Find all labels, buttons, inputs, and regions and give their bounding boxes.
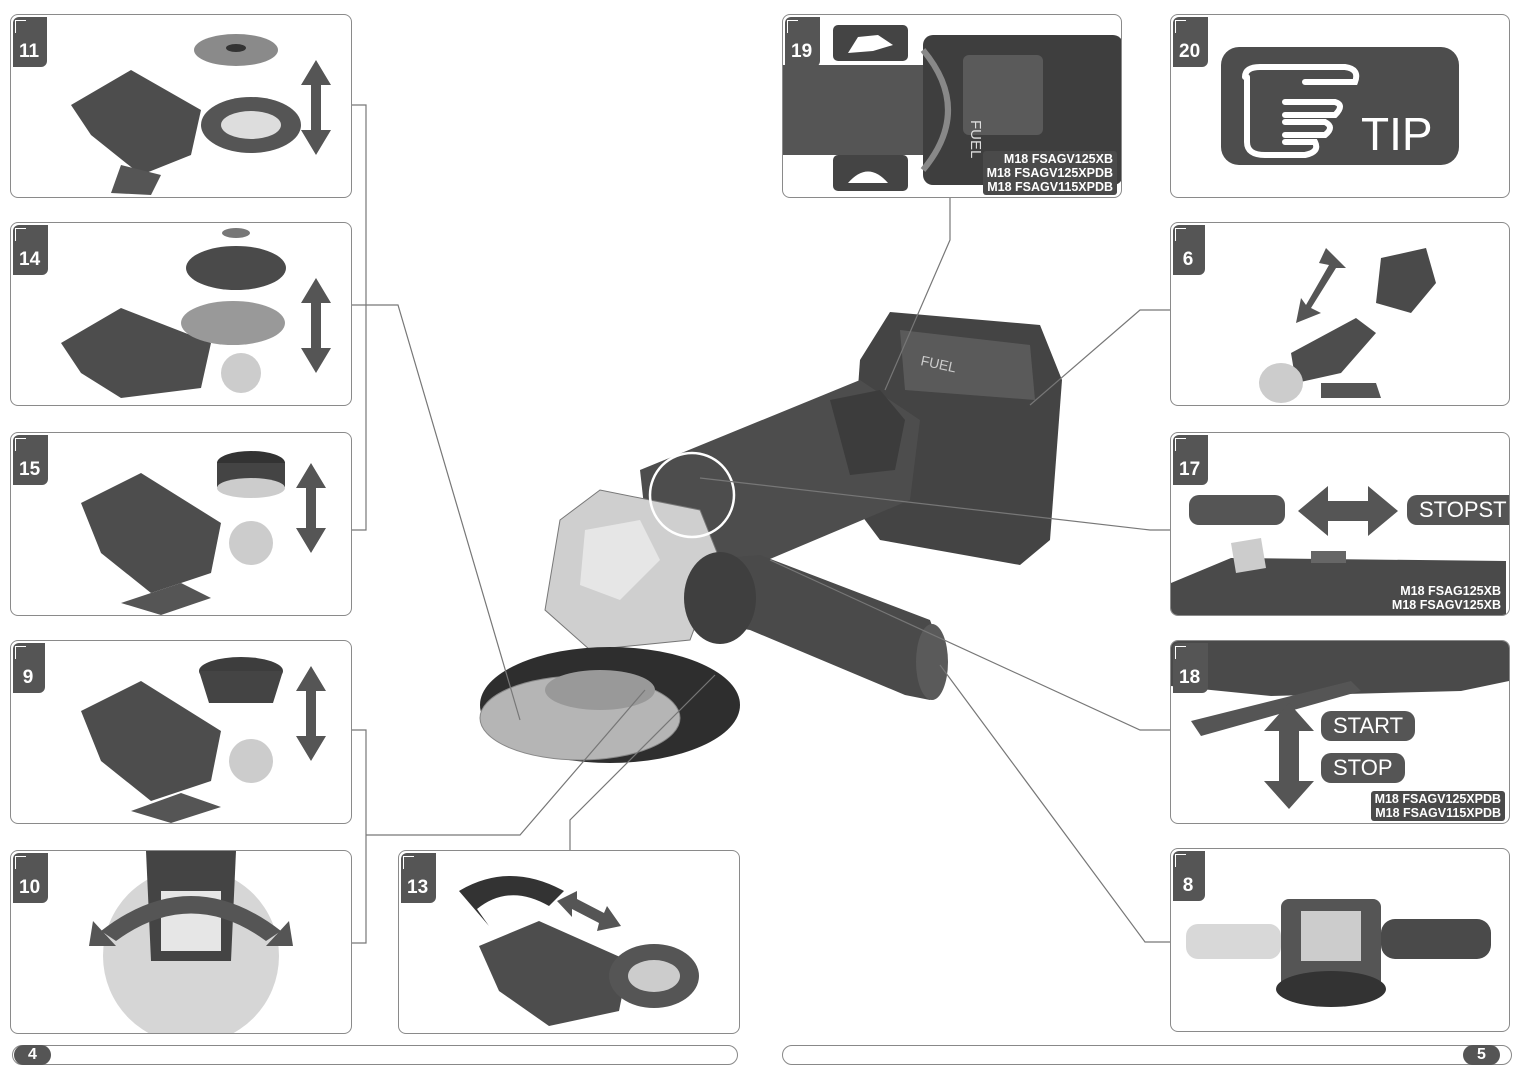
cut-guard-illustration	[81, 657, 326, 823]
panel-10: 10	[10, 850, 352, 1034]
disc-assembly-illustration	[61, 228, 331, 398]
tip-badge: TIP	[1221, 47, 1459, 165]
panel-number: 15	[13, 435, 49, 485]
panel-17: 17 STOPST M18 FSAG125XB M18 FSAGV125XB	[1170, 432, 1510, 616]
model-list: M18 FSAG125XB M18 FSAGV125XB	[1387, 583, 1505, 613]
panel-9: 9	[10, 640, 352, 824]
model-name: M18 FSAGV125XB	[1391, 598, 1501, 612]
model-name: M18 FSAGV125XPDB	[986, 166, 1113, 180]
battery-insert-illustration	[1259, 248, 1436, 403]
brush-assembly-illustration	[81, 451, 326, 615]
footer-bar-left	[12, 1045, 738, 1065]
start-label: START	[1321, 711, 1416, 741]
model-name: M18 FSAG125XB	[1400, 584, 1501, 598]
page-number-left: 4	[14, 1045, 51, 1065]
model-name: M18 FSAGV115XPDB	[1375, 806, 1501, 820]
panel-number: 8	[1173, 851, 1205, 901]
model-list: M18 FSAGV125XB M18 FSAGV125XPDB M18 FSAG…	[982, 151, 1117, 195]
panel-15: 15	[10, 432, 352, 616]
panel-number: 20	[1173, 17, 1209, 67]
panel-number: 11	[13, 17, 48, 67]
panel-number: 6	[1173, 225, 1205, 275]
guard-mount-illustration	[71, 34, 331, 195]
panel-8: 8	[1170, 848, 1510, 1032]
panel-14: 14	[10, 222, 352, 406]
page-number-right: 5	[1463, 1045, 1500, 1065]
paddle-switch-illustration	[1171, 641, 1509, 736]
fuel-brand-text: FUEL	[967, 120, 984, 158]
model-list: M18 FSAGV125XPDB M18 FSAGV115XPDB	[1370, 791, 1505, 821]
start-slot-blank	[1189, 495, 1285, 525]
panel-number: 19	[785, 17, 821, 67]
stop-label: STOP	[1321, 753, 1405, 783]
stop-label: STOPST	[1407, 495, 1509, 525]
panel-6: 6	[1170, 222, 1510, 406]
panel-19: 19 FUEL M18 FSAGV125XB M18 FSAGV125XPDB …	[782, 14, 1122, 198]
panel-number: 10	[13, 853, 49, 903]
vertical-double-arrow-icon	[1264, 703, 1314, 809]
model-name: M18 FSAGV115XPDB	[987, 180, 1113, 194]
panel-13: 13	[398, 850, 740, 1034]
panel-18: 18 START STOP M18 FSAGV125XPDB M18 FSAGV…	[1170, 640, 1510, 824]
pointing-hand-icon	[1242, 64, 1360, 158]
guard-rotation-illustration	[89, 851, 293, 1033]
footer-bar-right	[782, 1045, 1512, 1065]
speed-dial-illustration: FUEL	[783, 25, 1121, 191]
model-name: M18 FSAGV125XB	[1003, 152, 1113, 166]
panel-number: 14	[13, 225, 49, 275]
side-handle-illustration	[1186, 899, 1491, 1007]
panel-number: 18	[1173, 643, 1209, 693]
panel-number: 13	[401, 853, 437, 903]
model-name: M18 FSAGV125XPDB	[1374, 792, 1501, 806]
panel-number: 17	[1173, 435, 1209, 485]
panel-20: 20 TIP	[1170, 14, 1510, 198]
tip-label: TIP	[1361, 108, 1433, 160]
panel-11: 11	[10, 14, 352, 198]
guard-removal-illustration	[459, 876, 699, 1026]
panel-number: 9	[13, 643, 45, 693]
double-arrow-icon	[1298, 486, 1398, 536]
